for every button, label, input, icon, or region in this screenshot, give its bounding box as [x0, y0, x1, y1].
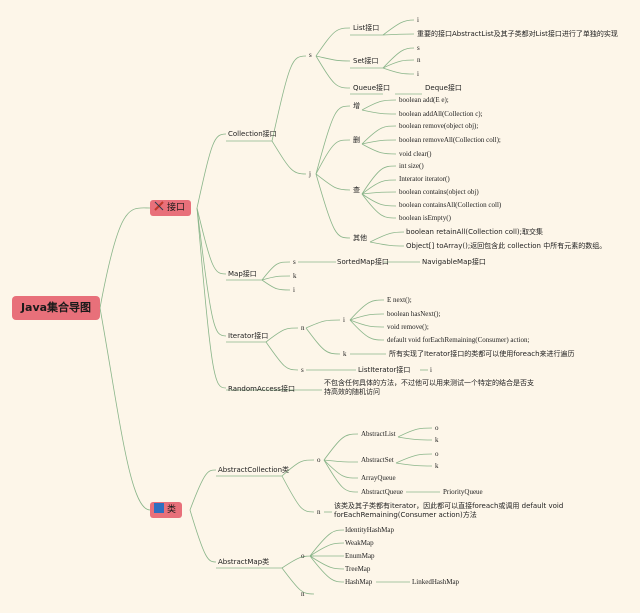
- abstractlist-k-node: k: [435, 436, 439, 444]
- enummap-node[interactable]: EnumMap: [345, 552, 375, 560]
- iterator-method-4: default void forEachRemaining(Consumer) …: [387, 336, 530, 344]
- abstractmap-node[interactable]: AbstractMap类: [218, 558, 270, 566]
- identityhashmap-node[interactable]: IdentityHashMap: [345, 526, 394, 534]
- linkedhashmap-node[interactable]: LinkedHashMap: [412, 578, 460, 586]
- queue-node[interactable]: Queue接口: [353, 84, 390, 92]
- iterator-s-node: s: [301, 366, 304, 374]
- map-node[interactable]: Map接口: [228, 270, 257, 278]
- query-method-1: int size(): [399, 162, 424, 170]
- iterator-foreach-note: 所有实现了Iterator接口的类都可以使用foreach来进行遍历: [389, 350, 575, 358]
- class-hub[interactable]: 类: [150, 502, 183, 518]
- abstractcollection-n-node: n: [317, 508, 321, 516]
- abstractcollection-node[interactable]: AbstractCollection类: [218, 466, 290, 474]
- navigablemap-node[interactable]: NavigableMap接口: [422, 258, 486, 266]
- interface-hub[interactable]: 接口: [150, 200, 192, 216]
- list-node[interactable]: List接口: [353, 24, 380, 32]
- abstractset-k-node: k: [435, 462, 439, 470]
- iterator-method-2: boolean hasNext();: [387, 310, 441, 318]
- map-s-node: s: [293, 258, 296, 266]
- weakmap-node[interactable]: WeakMap: [345, 539, 374, 547]
- set-n-node: n: [417, 56, 421, 64]
- abstractcollection-o-node: o: [317, 456, 321, 464]
- set-i-node: i: [417, 70, 419, 78]
- add-method-1: boolean add(E e);: [399, 96, 449, 104]
- abstractcollection-note: 该类及其子类都有iterator，因此都可以直接foreach或调用 defau…: [334, 502, 564, 519]
- abstractlist-node[interactable]: AbstractList: [361, 430, 396, 438]
- iterator-i-node: i: [343, 316, 345, 324]
- list-note: 重要的接口AbstractList及其子类都对List接口进行了单独的实现: [417, 30, 618, 38]
- iterator-method-3: void remove();: [387, 323, 429, 331]
- priorityqueue-node[interactable]: PriorityQueue: [443, 488, 483, 496]
- other-node[interactable]: 其他: [353, 234, 367, 242]
- abstractset-o-node: o: [435, 450, 439, 458]
- delete-method-3: void clear(): [399, 150, 432, 158]
- delete-method-2: boolean removeAll(Collection coll);: [399, 136, 501, 144]
- randomaccess-node[interactable]: RandomAccess接口: [228, 385, 295, 393]
- iterator-node[interactable]: Iterator接口: [228, 332, 269, 340]
- abstractqueue-node[interactable]: AbstractQueue: [361, 488, 403, 496]
- query-method-5: boolean isEmpty(): [399, 214, 451, 222]
- abstractmap-n-node: n: [301, 590, 305, 598]
- other-method-1: boolean retainAll(Collection coll);取交集: [406, 228, 544, 236]
- pencil-ruler-icon: [154, 201, 164, 211]
- abstractlist-o-node: o: [435, 424, 439, 432]
- delete-node[interactable]: 删: [353, 136, 360, 144]
- map-i-node: i: [293, 286, 295, 294]
- abstractset-node[interactable]: AbstractSet: [361, 456, 394, 464]
- collection-s-node: s: [309, 51, 312, 59]
- iterator-n-node: n: [301, 324, 305, 332]
- listiterator-node[interactable]: ListIterator接口: [358, 366, 411, 374]
- blue-square-icon: [154, 503, 164, 513]
- list-i-node: i: [417, 16, 419, 24]
- add-node[interactable]: 增: [353, 102, 360, 110]
- class-hub-label: 类: [167, 505, 177, 515]
- other-method-2: Object[] toArray();返回包含此 collection 中所有元…: [406, 242, 607, 250]
- iterator-method-1: E next();: [387, 296, 412, 304]
- set-s-node: s: [417, 44, 420, 52]
- abstractmap-o-node: o: [301, 552, 305, 560]
- set-node[interactable]: Set接口: [353, 57, 379, 65]
- query-method-2: Interator iterator(): [399, 175, 450, 183]
- query-method-3: boolean contains(object obj): [399, 188, 479, 196]
- root-node-title[interactable]: Java集合导图: [12, 296, 100, 320]
- map-k-node: k: [293, 272, 297, 280]
- query-node[interactable]: 查: [353, 186, 360, 194]
- query-method-4: boolean containsAll(Collection coll): [399, 201, 502, 209]
- arrayqueue-node[interactable]: ArrayQueue: [361, 474, 396, 482]
- listiterator-i-node: i: [430, 366, 432, 374]
- sortedmap-node[interactable]: SortedMap接口: [337, 258, 389, 266]
- randomaccess-note: 不包含任何具体的方法，不过他可以用来测试一个特定的结合是否支持高效的随机访问: [324, 379, 534, 396]
- collection-j-node: j: [309, 170, 311, 178]
- deque-node[interactable]: Deque接口: [425, 84, 462, 92]
- collection-node[interactable]: Collection接口: [228, 130, 277, 138]
- treemap-node[interactable]: TreeMap: [345, 565, 371, 573]
- hashmap-node[interactable]: HashMap: [345, 578, 373, 586]
- iterator-k-node: k: [343, 350, 347, 358]
- interface-hub-label: 接口: [167, 203, 186, 213]
- delete-method-1: boolean remove(object obj);: [399, 122, 479, 130]
- add-method-2: boolean addAll(Collection c);: [399, 110, 483, 118]
